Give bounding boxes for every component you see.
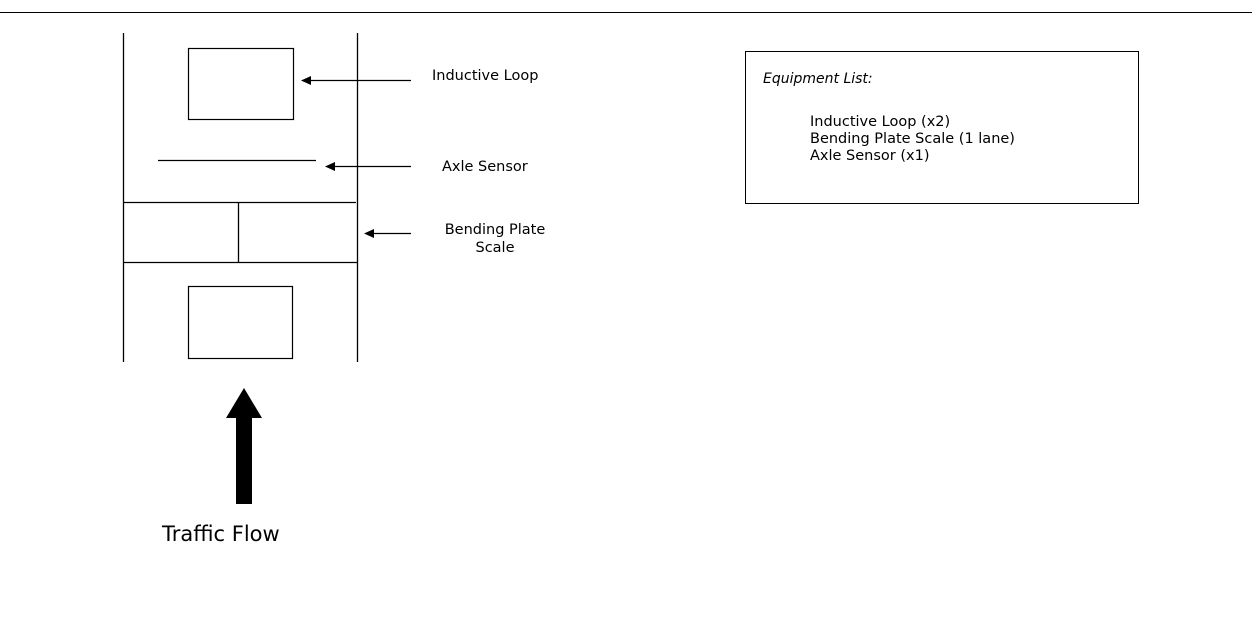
leader-arrow-bending-plate — [364, 229, 411, 238]
equipment-list-title: Equipment List: — [763, 71, 873, 87]
traffic-flow-arrow — [226, 388, 262, 504]
equipment-list-items: Inductive Loop (x2) Bending Plate Scale … — [810, 114, 1015, 165]
label-bending-plate-line1: Bending Plate — [444, 222, 546, 238]
equipment-list-box: Equipment List: Inductive Loop (x2) Bend… — [745, 51, 1139, 204]
label-bending-plate-scale: Bending Plate Scale — [430, 221, 560, 257]
equipment-item: Axle Sensor (x1) — [810, 148, 930, 164]
equipment-item: Bending Plate Scale (1 lane) — [810, 131, 1015, 147]
leader-arrow-axle-sensor — [325, 162, 411, 171]
traffic-flow-label: Traffic Flow — [162, 522, 280, 546]
equipment-item: Inductive Loop (x2) — [810, 114, 951, 130]
label-inductive-loop: Inductive Loop — [432, 68, 539, 84]
label-axle-sensor: Axle Sensor — [442, 159, 528, 175]
bending-plate-scale — [123, 201, 358, 264]
leader-arrow-inductive-loop — [301, 76, 411, 85]
inductive-loop-upper — [187, 47, 295, 121]
inductive-loop-lower — [187, 285, 294, 360]
label-bending-plate-line2: Scale — [475, 240, 515, 256]
